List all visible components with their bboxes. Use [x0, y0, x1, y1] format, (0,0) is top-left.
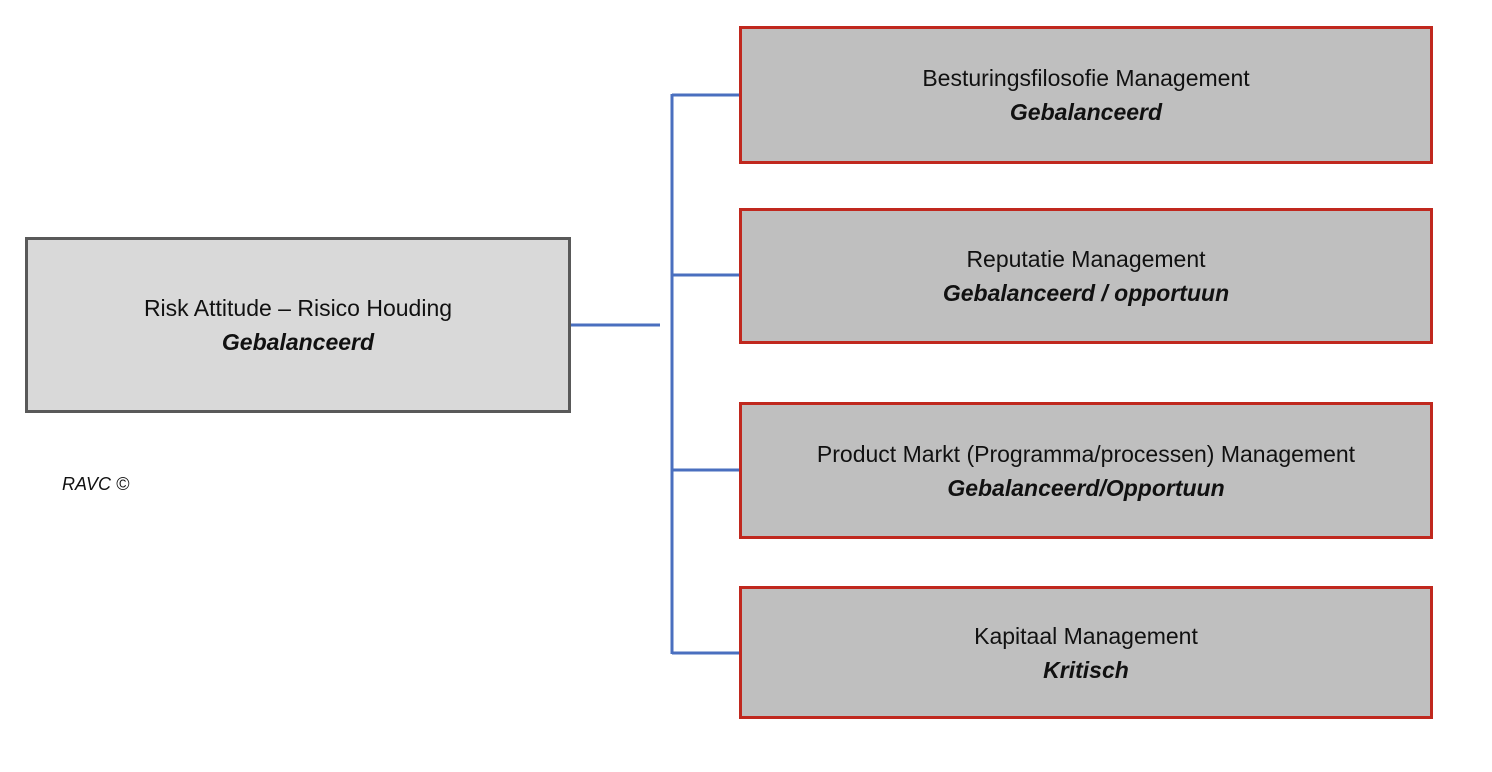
- child-node-title: Besturingsfilosofie Management: [922, 65, 1250, 91]
- child-node-title: Product Markt (Programma/processen) Mana…: [816, 440, 1356, 467]
- child-node-value: Gebalanceerd/Opportuun: [947, 474, 1225, 501]
- child-node-title: Kapitaal Management: [974, 622, 1198, 649]
- copyright-label: RAVC ©: [62, 474, 130, 494]
- child-node-product-markt: Product Markt (Programma/processen) Mana…: [739, 402, 1433, 539]
- root-node-value: Gebalanceerd: [221, 329, 375, 355]
- child-node-kapitaal: Kapitaal Management Kritisch: [739, 586, 1433, 719]
- child-node-reputatie: Reputatie Management Gebalanceerd / oppo…: [739, 208, 1433, 344]
- child-node-value: Kritisch: [1043, 656, 1129, 683]
- child-node-besturingsfilosofie: Besturingsfilosofie Management Gebalance…: [739, 26, 1433, 164]
- child-node-title: Reputatie Management: [966, 246, 1206, 272]
- root-node: Risk Attitude – Risico Houding Gebalance…: [25, 237, 571, 413]
- root-node-title: Risk Attitude – Risico Houding: [143, 295, 453, 321]
- child-node-value: Gebalanceerd / opportuun: [942, 280, 1230, 306]
- child-node-value: Gebalanceerd: [1009, 99, 1163, 125]
